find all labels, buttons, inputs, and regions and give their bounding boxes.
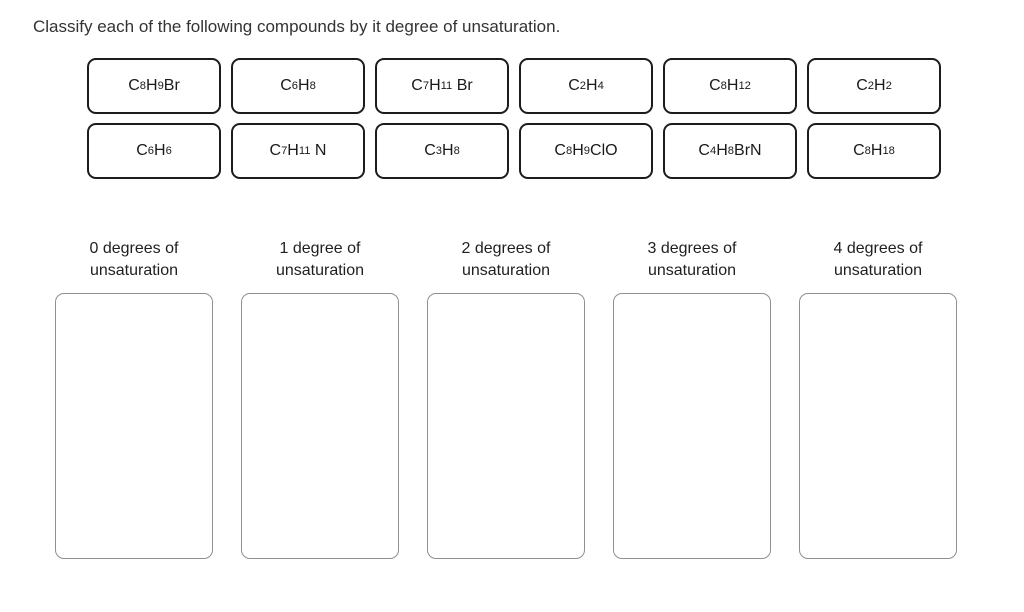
drop-zone-2-degrees[interactable] [427, 293, 585, 559]
drop-zone-4-degrees[interactable] [799, 293, 957, 559]
bin-label-line1: 1 degree of [279, 240, 361, 257]
bin-label-4-degrees: 4 degrees of unsaturation [799, 238, 957, 282]
bin-label-line1: 4 degrees of [833, 240, 923, 257]
unsaturation-bins-row: 0 degrees of unsaturation 1 degree of un… [55, 238, 957, 559]
bin-2-degrees: 2 degrees of unsaturation [427, 238, 585, 559]
drop-zone-0-degrees[interactable] [55, 293, 213, 559]
bin-1-degree: 1 degree of unsaturation [241, 238, 399, 559]
bin-label-line2: unsaturation [461, 262, 551, 279]
bin-label-0-degrees: 0 degrees of unsaturation [55, 238, 213, 282]
bin-3-degrees: 3 degrees of unsaturation [613, 238, 771, 559]
bin-label-line2: unsaturation [275, 262, 365, 279]
bin-label-1-degree: 1 degree of unsaturation [241, 238, 399, 282]
drop-zone-1-degree[interactable] [241, 293, 399, 559]
bin-4-degrees: 4 degrees of unsaturation [799, 238, 957, 559]
bin-label-line2: unsaturation [833, 262, 923, 279]
bin-0-degrees: 0 degrees of unsaturation [55, 238, 213, 559]
bin-label-line1: 0 degrees of [89, 240, 179, 257]
bin-label-3-degrees: 3 degrees of unsaturation [613, 238, 771, 282]
bin-label-line1: 3 degrees of [647, 240, 737, 257]
instruction-text: Classify each of the following compounds… [33, 17, 561, 36]
drop-zone-3-degrees[interactable] [613, 293, 771, 559]
bin-label-line2: unsaturation [89, 262, 179, 279]
bin-label-2-degrees: 2 degrees of unsaturation [427, 238, 585, 282]
bin-label-line2: unsaturation [647, 262, 737, 279]
bin-label-line1: 2 degrees of [461, 240, 551, 257]
